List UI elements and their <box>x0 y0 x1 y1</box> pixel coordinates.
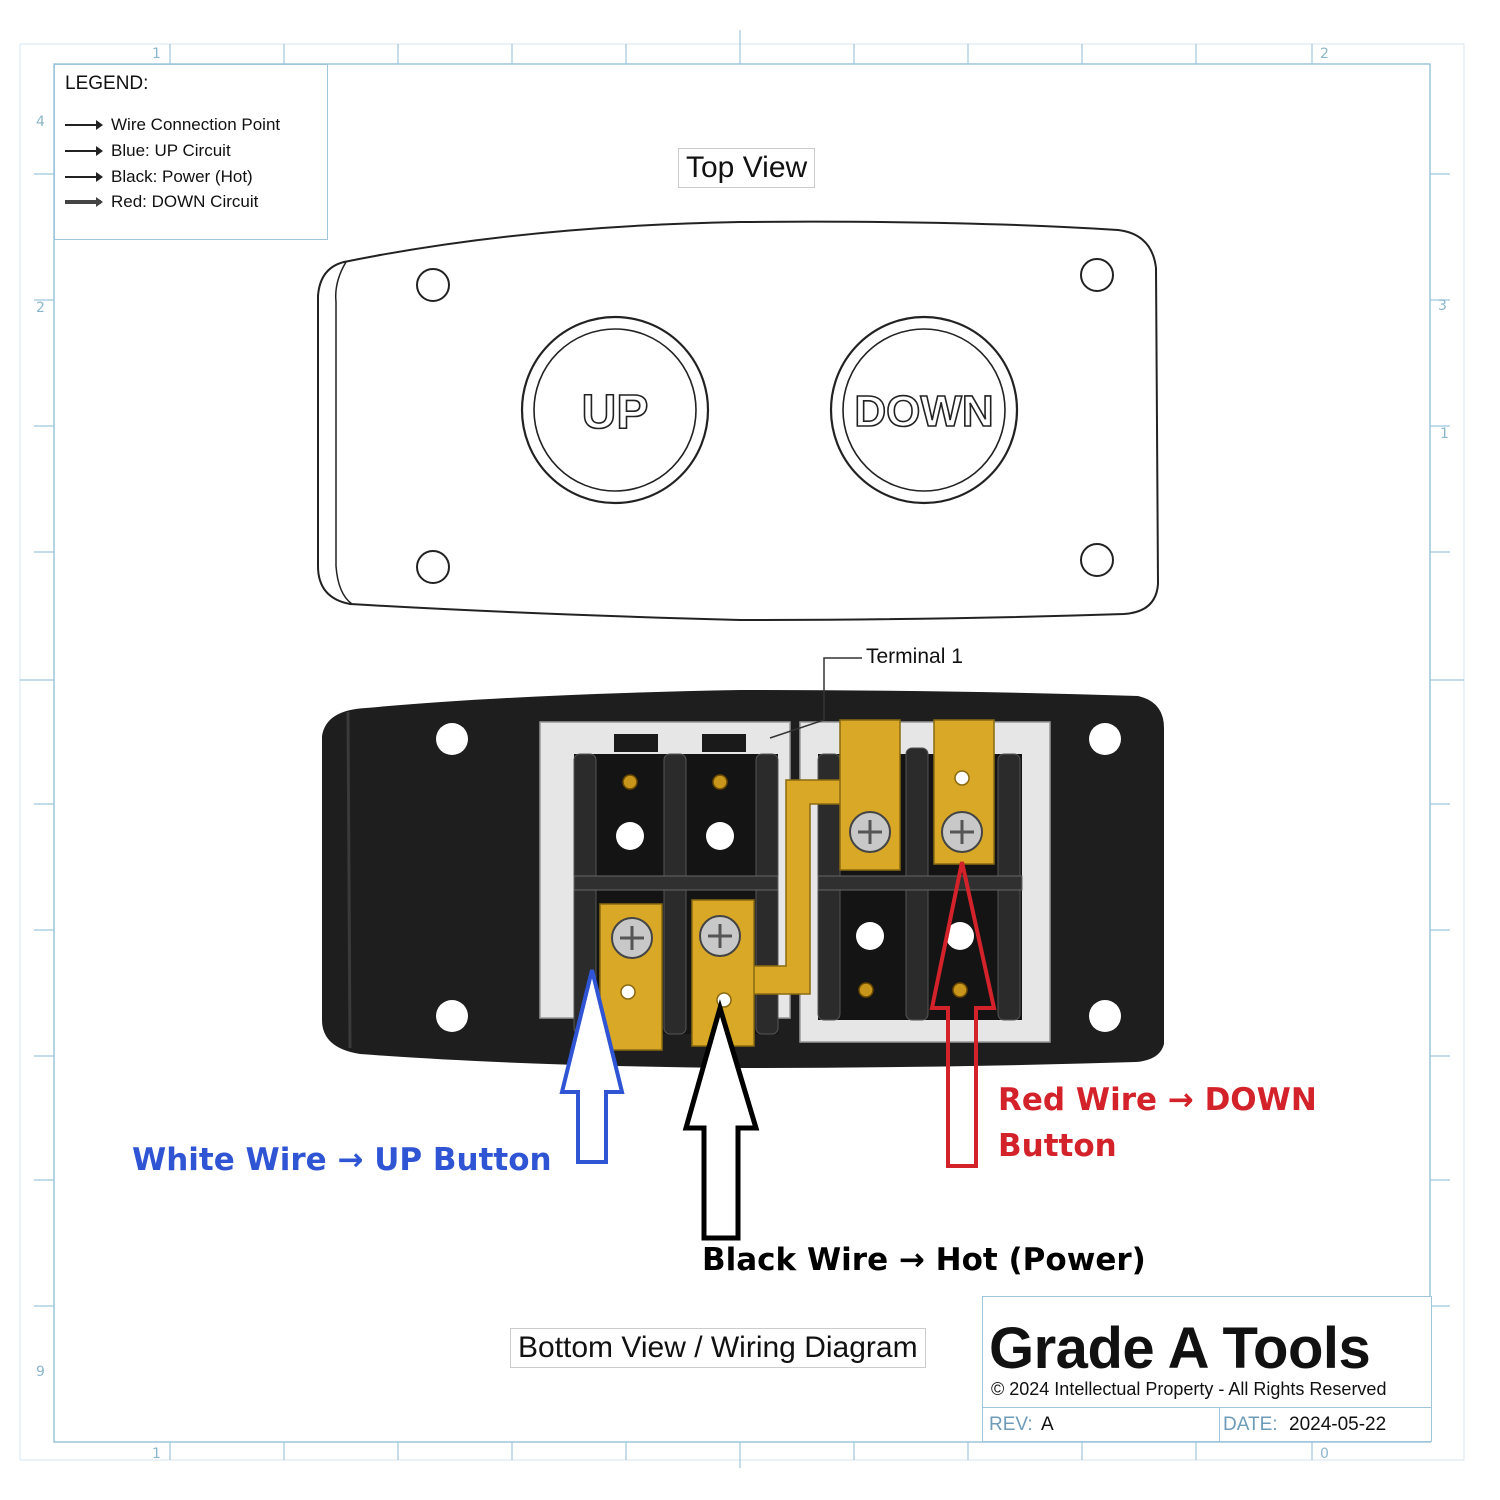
mark-bottom-left: 1 <box>152 1446 161 1462</box>
mark-left-1: 4 <box>36 114 45 130</box>
mark-top-right: 2 <box>1320 46 1329 62</box>
legend-item-up: Blue: UP Circuit <box>65 141 231 161</box>
down-arrow <box>929 861 997 1168</box>
up-arrow <box>559 969 625 1164</box>
down-button-text: DOWN <box>854 387 993 436</box>
company-name: Grade A Tools <box>989 1316 1371 1381</box>
legend-item-connection: Wire Connection Point <box>65 115 280 135</box>
bottom-view-label: Bottom View / Wiring Diagram <box>510 1328 926 1368</box>
mark-bottom-right: 0 <box>1320 1446 1329 1462</box>
terminal-1-leader <box>769 657 862 739</box>
rev-value: A <box>1041 1414 1054 1435</box>
black-wire-callout: Black Wire → Hot (Power) <box>702 1242 1146 1278</box>
red-wire-callout-line2: Button <box>998 1128 1117 1164</box>
down-button: DOWN <box>829 315 1019 505</box>
mount-hole <box>436 723 468 755</box>
mount-hole <box>1089 723 1121 755</box>
mark-right-1: 3 <box>1438 298 1447 314</box>
up-button: UP <box>520 315 710 505</box>
arrow-icon <box>65 146 103 156</box>
legend-item-down: Red: DOWN Circuit <box>65 192 258 212</box>
up-button-text: UP <box>582 386 649 439</box>
mount-hole <box>1080 543 1114 577</box>
mount-hole <box>1089 1000 1121 1032</box>
legend-box: LEGEND: Wire Connection Point Blue: UP C… <box>54 64 328 240</box>
revision-row: REV: A DATE: 2024-05-22 <box>983 1407 1431 1442</box>
mount-hole <box>436 1000 468 1032</box>
border-marks: 1 2 1 0 4 2 9 3 1 <box>36 46 1449 1462</box>
mark-left-3: 9 <box>36 1364 45 1380</box>
red-wire-callout-line1: Red Wire → DOWN <box>998 1082 1317 1118</box>
white-wire-callout: White Wire → UP Button <box>132 1142 552 1178</box>
mount-hole <box>416 550 450 584</box>
arrow-icon <box>65 120 103 130</box>
thick-arrow-icon <box>65 197 103 207</box>
date-value: 2024-05-22 <box>1289 1414 1387 1435</box>
mark-left-2: 2 <box>36 300 45 316</box>
legend-item-power: Black: Power (Hot) <box>65 167 253 187</box>
legend-title: LEGEND: <box>65 73 149 94</box>
outer-frame <box>19 43 1465 1461</box>
rev-label: REV: <box>989 1414 1033 1435</box>
bottom-view-housing <box>322 657 1164 1068</box>
top-view-label: Top View <box>678 148 816 188</box>
top-view-plate: UP DOWN <box>317 220 1160 622</box>
terminal-1-label: Terminal 1 <box>866 645 963 668</box>
arrow-icon <box>65 172 103 182</box>
grid-ticks <box>20 30 1464 1468</box>
screw <box>611 811 983 959</box>
power-arrow <box>682 999 760 1241</box>
mark-top-left: 1 <box>152 46 161 62</box>
date-label: DATE: <box>1223 1414 1278 1435</box>
copyright-notice: © 2024 Intellectual Property - All Right… <box>991 1379 1387 1399</box>
title-block: Grade A Tools © 2024 Intellectual Proper… <box>982 1296 1432 1442</box>
mount-hole <box>416 268 450 302</box>
mount-hole <box>1080 258 1114 292</box>
title-block-divider <box>1219 1408 1220 1442</box>
mark-right-2: 1 <box>1440 426 1449 442</box>
sheet-border <box>53 63 1431 1443</box>
